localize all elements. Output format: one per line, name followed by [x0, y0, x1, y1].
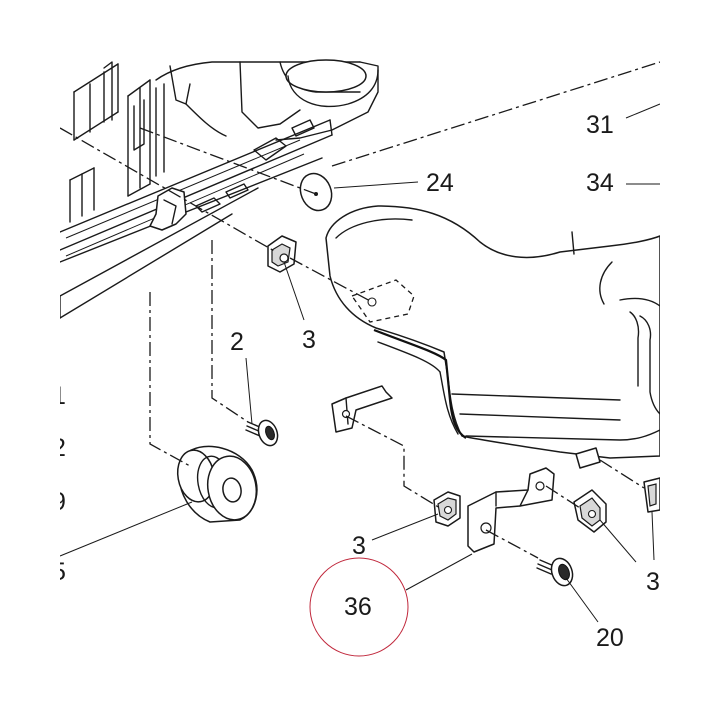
callout-3-lower: 3	[352, 532, 366, 560]
callout-3-right: 3	[646, 568, 660, 596]
speed-nut-part-3-lower	[433, 491, 461, 527]
speed-nut-part-3-right	[573, 489, 607, 533]
mounting-bracket	[331, 385, 393, 433]
callout-3-upper: 3	[302, 326, 316, 354]
chassis-frame	[59, 59, 379, 319]
assembly-centerlines	[59, 61, 661, 559]
wheel-part-5	[176, 445, 258, 523]
callout-34: 34	[586, 169, 614, 197]
right-crop-mask	[660, 0, 720, 720]
washer-part-24	[299, 172, 333, 212]
callout-2: 2	[230, 328, 244, 356]
callout-24: 24	[426, 169, 454, 197]
left-crop-mask	[0, 0, 60, 720]
callout-20: 20	[596, 624, 624, 652]
guard-cover	[325, 205, 661, 513]
callout-31: 31	[586, 111, 614, 139]
callout-36: 36	[344, 593, 372, 621]
highlight-circle	[309, 557, 409, 657]
z-bracket-part-36	[467, 467, 555, 553]
screw-part-2	[245, 419, 279, 447]
flange-screw-part-20	[536, 557, 574, 587]
leader-lines	[59, 103, 661, 623]
speed-nut-part-3-upper	[267, 235, 297, 273]
